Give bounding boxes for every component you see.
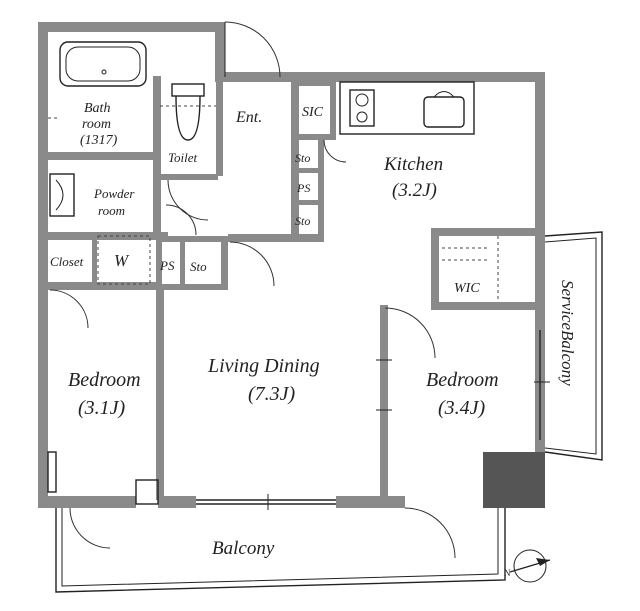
kitchen-size: (3.2J) <box>392 180 437 201</box>
wic-label: WIC <box>454 281 480 296</box>
living-dining-label: Living Dining <box>207 355 320 377</box>
bathroom-label-1: Bath <box>84 101 110 116</box>
entrance-door <box>224 21 281 78</box>
entrance-label: Ent. <box>235 109 262 126</box>
washer-label: W <box>114 251 130 270</box>
sto-top-label: Sto <box>295 151 310 165</box>
kitchen-label: Kitchen <box>383 154 443 175</box>
service-balcony-outline <box>544 231 603 461</box>
closet-label: Closet <box>50 254 84 269</box>
toilet-tank <box>171 83 205 97</box>
sink <box>423 96 465 128</box>
bathtub <box>59 41 147 87</box>
bedroom-right-size: (3.4J) <box>438 397 486 419</box>
bedroom-left-label: Bedroom <box>68 369 141 391</box>
balconies <box>55 231 603 593</box>
bedroom-left-size: (3.1J) <box>78 397 126 419</box>
washer-space <box>97 235 151 285</box>
toilet-label: Toilet <box>168 150 198 165</box>
compass-north-label: N <box>504 568 511 578</box>
room-labels: Bath room (1317) Toilet Ent. SIC Kitchen… <box>50 101 577 559</box>
bathroom-size: (1317) <box>80 133 118 148</box>
bedroom-right-label: Bedroom <box>426 369 499 391</box>
sto-mid-label: Sto <box>295 214 310 228</box>
balcony-outline <box>55 508 506 593</box>
interior-walls <box>38 76 545 500</box>
powder-room-label-2: room <box>98 203 125 218</box>
kitchen-counter <box>339 81 475 135</box>
fixtures <box>47 21 550 559</box>
toilet-bowl <box>175 95 201 141</box>
powder-room-label-1: Powder <box>93 186 135 201</box>
bathroom-label-2: room <box>82 117 111 132</box>
balcony-label: Balcony <box>212 538 275 559</box>
compass: N <box>504 549 551 583</box>
ps-top-label: PS <box>296 181 310 195</box>
ps-low-label: PS <box>159 258 175 273</box>
sto-low-label: Sto <box>190 259 207 274</box>
stove <box>349 89 375 127</box>
service-balcony-label: ServiceBalcony <box>558 280 577 386</box>
living-dining-size: (7.3J) <box>248 383 296 405</box>
outer-walls <box>38 22 545 508</box>
sic-label: SIC <box>302 105 324 120</box>
vanity <box>49 173 75 217</box>
